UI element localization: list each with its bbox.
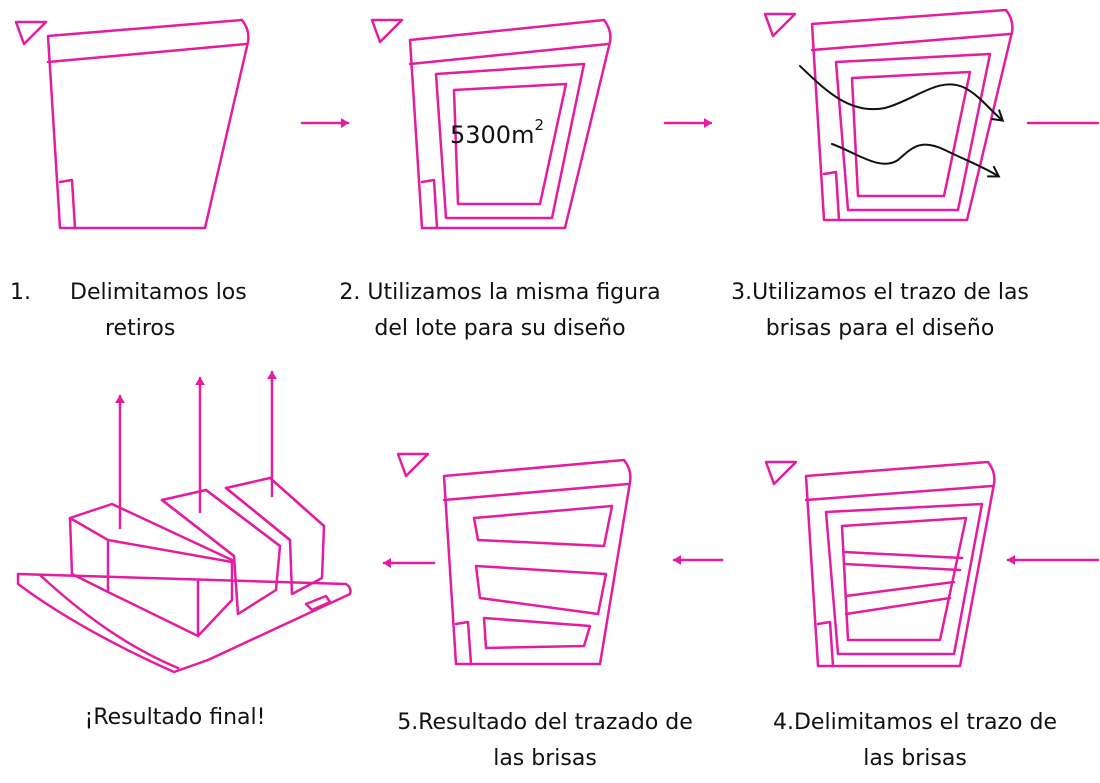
- area-label: 5300m2: [450, 116, 544, 149]
- breeze-arrow-icon: [799, 65, 1005, 122]
- lot-step-3: [763, 8, 1100, 222]
- corner-setback: [816, 620, 835, 668]
- breeze-strip: [842, 562, 962, 572]
- lot-outline: [804, 460, 996, 668]
- setback-line: [810, 32, 1012, 52]
- inner-figure-outer: [824, 502, 984, 656]
- caption-step-1-number: 1.: [10, 280, 31, 305]
- site-ground: [16, 572, 352, 674]
- inner-figure-inner: [452, 82, 568, 206]
- north-arrow-icon: [763, 12, 797, 38]
- caption-step-5: 5.Resultado del trazado de las brisas: [355, 705, 735, 777]
- site-ground-edge: [38, 573, 180, 670]
- caption-step-5-line-2: las brisas: [493, 746, 597, 771]
- final-result-3d: [16, 370, 352, 674]
- corner-setback: [58, 178, 77, 230]
- caption-step-4-line-2: las brisas: [863, 746, 967, 771]
- north-arrow-icon: [764, 460, 798, 486]
- lot-step-2: [370, 18, 612, 230]
- lot-outline: [810, 8, 1014, 222]
- setback-line: [804, 484, 994, 502]
- volume-block-3: [224, 476, 326, 596]
- lot-outline: [46, 18, 250, 230]
- area-exponent: 2: [534, 116, 545, 134]
- north-arrow-icon: [370, 18, 404, 44]
- volume-block-3-edge: [224, 476, 326, 542]
- caption-step-3: 3.Utilizamos el trazo de las brisas para…: [700, 275, 1060, 347]
- lot-outline: [408, 18, 612, 230]
- inner-figure-outer: [834, 52, 992, 212]
- north-arrow-icon: [396, 452, 430, 478]
- caption-step-5-line-1: 5.Resultado del trazado de: [397, 710, 693, 735]
- caption-step-1-line-2: retiros: [105, 316, 176, 341]
- lot-step-1: [14, 18, 250, 230]
- caption-final-line-1: ¡Resultado final!: [84, 705, 266, 730]
- inner-figure-inner: [850, 70, 972, 198]
- lot-outline: [442, 458, 632, 666]
- north-arrow-icon: [14, 20, 48, 46]
- breeze-strip: [842, 550, 964, 560]
- setback-line: [46, 42, 248, 64]
- caption-final: ¡Resultado final!: [45, 700, 305, 736]
- volume-block-1: [68, 502, 234, 638]
- breeze-strip: [844, 596, 952, 616]
- caption-step-3-line-1: 3.Utilizamos el trazo de las: [731, 280, 1029, 305]
- breeze-arrow-icon: [831, 143, 1001, 178]
- caption-step-2-line-2: del lote para su diseño: [374, 316, 626, 341]
- breeze-block-3: [482, 616, 592, 650]
- breeze-block-2: [474, 564, 608, 616]
- breeze-strip: [844, 580, 956, 598]
- lot-step-4: [764, 460, 996, 668]
- breeze-block-1: [472, 504, 614, 548]
- lot-step-5: [396, 452, 632, 666]
- caption-step-2: 2. Utilizamos la misma figura del lote p…: [300, 275, 700, 347]
- setback-line: [442, 482, 630, 502]
- corner-setback: [822, 170, 841, 222]
- inner-figure-outer: [434, 62, 586, 220]
- site-notch: [304, 594, 332, 612]
- corner-setback: [454, 620, 473, 666]
- volume-block-1-edge: [68, 516, 234, 594]
- caption-step-4: 4.Delimitamos el trazo de las brisas: [730, 705, 1100, 777]
- caption-step-1-line-1: Delimitamos los: [70, 280, 247, 305]
- setback-line: [408, 42, 610, 66]
- area-value: 5300m: [450, 121, 535, 149]
- inner-figure-inner: [840, 516, 968, 642]
- volume-block-2-edge: [160, 488, 282, 558]
- caption-step-2-line-1: 2. Utilizamos la misma figura: [339, 280, 661, 305]
- corner-setback: [420, 178, 439, 230]
- caption-step-4-line-1: 4.Delimitamos el trazo de: [773, 710, 1057, 735]
- caption-step-3-line-2: brisas para el diseño: [765, 316, 995, 341]
